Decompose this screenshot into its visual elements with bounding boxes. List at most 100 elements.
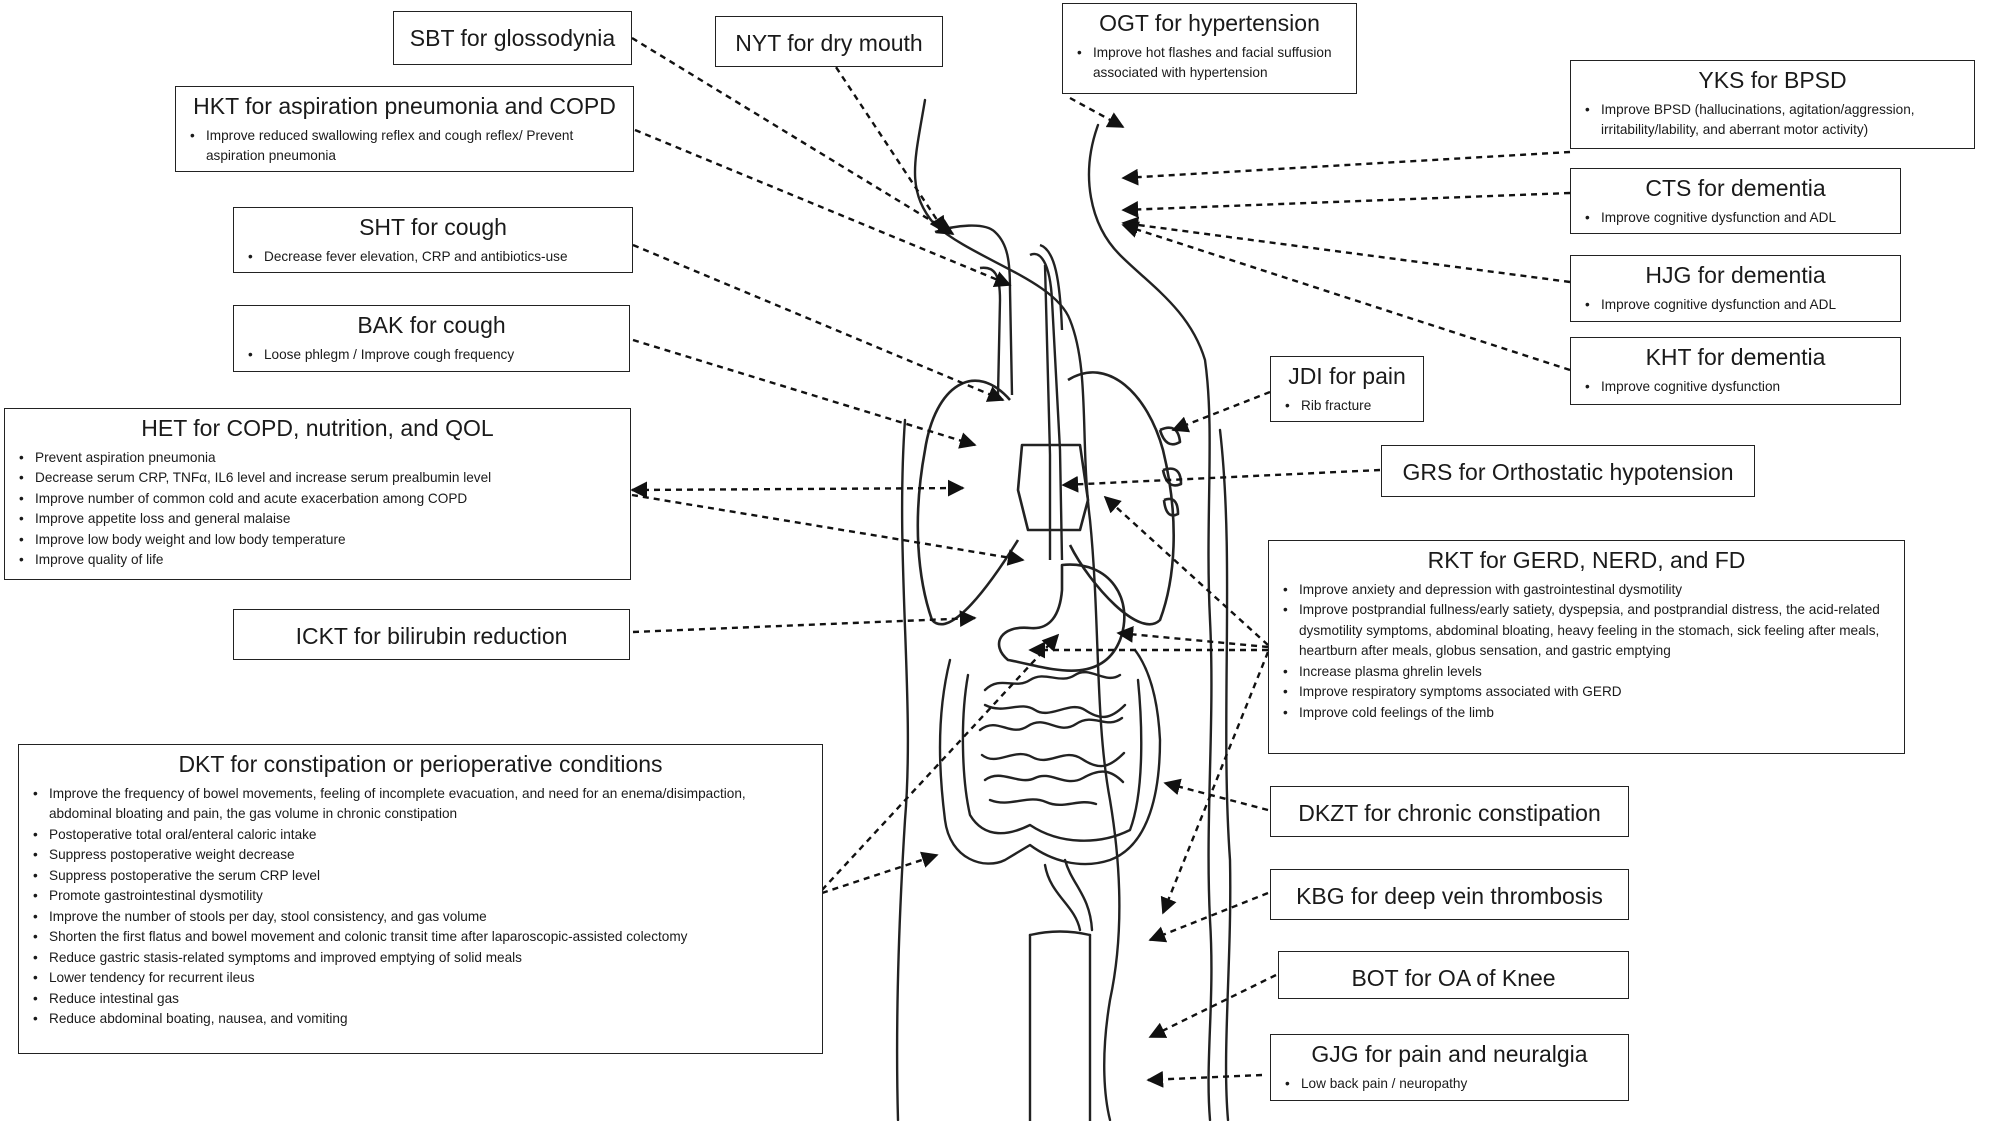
ogt-list: Improve hot flashes and facial suffusion… — [1075, 43, 1344, 84]
dkt-item: Promote gastrointestinal dysmotility — [31, 886, 810, 907]
box-sbt: SBT for glossodynia — [393, 11, 632, 65]
box-bot: BOT for OA of Knee — [1278, 951, 1629, 999]
dkt-item: Suppress postoperative the serum CRP lev… — [31, 866, 810, 887]
het-item: Improve appetite loss and general malais… — [17, 509, 618, 530]
sbt-title: SBT for glossodynia — [409, 25, 616, 51]
body-outline — [895, 98, 1232, 1121]
gjg-list: Low back pain / neuropathy — [1283, 1074, 1616, 1095]
cts-title: CTS for dementia — [1645, 175, 1826, 201]
rkt-item: Increase plasma ghrelin levels — [1281, 662, 1892, 683]
yks-list: Improve BPSD (hallucinations, agitation/… — [1583, 100, 1962, 141]
box-ickt: ICKT for bilirubin reduction — [233, 609, 630, 660]
arrow-sht — [632, 243, 1005, 402]
box-rkt: RKT for GERD, NERD, and FD Improve anxie… — [1268, 540, 1905, 754]
arrow-cts — [1121, 191, 1571, 218]
dkt-item: Suppress postoperative weight decrease — [31, 845, 810, 866]
yks-title: YKS for BPSD — [1698, 67, 1847, 93]
box-kht: KHT for dementia Improve cognitive dysfu… — [1570, 337, 1901, 405]
sht-list: Decrease fever elevation, CRP and antibi… — [246, 247, 620, 268]
het-item: Improve quality of life — [17, 550, 618, 571]
arrow-het-stomach — [631, 493, 1025, 566]
kht-title: KHT for dementia — [1645, 344, 1826, 370]
arrow-bot — [1148, 973, 1277, 1039]
heart-shape — [1016, 443, 1090, 532]
intestines — [938, 648, 1162, 932]
box-sht: SHT for cough Decrease fever elevation, … — [233, 207, 633, 273]
arrow-het-lung — [630, 479, 965, 499]
het-list: Prevent aspiration pneumonia Decrease se… — [17, 448, 618, 571]
jdi-title: JDI for pain — [1288, 363, 1406, 389]
bak-title: BAK for cough — [357, 312, 506, 338]
dkt-list: Improve the frequency of bowel movements… — [31, 784, 810, 1030]
het-title: HET for COPD, nutrition, and QOL — [141, 415, 494, 441]
rkt-item: Improve respiratory symptoms associated … — [1281, 682, 1892, 703]
box-jdi: JDI for pain Rib fracture — [1270, 356, 1424, 422]
het-item: Improve low body weight and low body tem… — [17, 530, 618, 551]
bak-list: Loose phlegm / Improve cough frequency — [246, 345, 617, 366]
box-cts: CTS for dementia Improve cognitive dysfu… — [1570, 168, 1901, 234]
cts-list: Improve cognitive dysfunction and ADL — [1583, 208, 1888, 229]
arrow-hkt — [634, 128, 1012, 287]
box-dkzt: DKZT for chronic constipation — [1270, 786, 1629, 837]
upper-airway — [934, 224, 1064, 561]
arrow-rkt-heart — [1103, 495, 1269, 646]
rkt-title: RKT for GERD, NERD, and FD — [1427, 547, 1746, 573]
box-hkt: HKT for aspiration pneumonia and COPD Im… — [175, 86, 634, 172]
dkt-item: Postoperative total oral/enteral caloric… — [31, 825, 810, 846]
arrow-dkt-intestine — [821, 851, 939, 895]
arrow-bak — [632, 338, 977, 449]
rkt-list: Improve anxiety and depression with gast… — [1281, 580, 1892, 724]
box-nyt: NYT for dry mouth — [715, 16, 943, 67]
dkt-item: Reduce gastric stasis-related symptoms a… — [31, 948, 810, 969]
box-yks: YKS for BPSD Improve BPSD (hallucination… — [1570, 60, 1975, 149]
sht-title: SHT for cough — [359, 214, 507, 240]
arrow-dkt-stomach — [821, 633, 1060, 891]
kht-item: Improve cognitive dysfunction — [1583, 377, 1888, 398]
arrow-hjg — [1121, 216, 1571, 284]
kht-list: Improve cognitive dysfunction — [1583, 377, 1888, 398]
arrow-jdi — [1171, 390, 1271, 433]
arrow-kht — [1121, 221, 1571, 372]
gjg-item: Low back pain / neuropathy — [1283, 1074, 1616, 1095]
dkt-item: Shorten the first flatus and bowel movem… — [31, 927, 810, 948]
arrow-ogt — [1069, 96, 1125, 129]
rkt-item: Improve anxiety and depression with gast… — [1281, 580, 1892, 601]
dkt-title: DKT for constipation or perioperative co… — [178, 751, 663, 777]
jdi-list: Rib fracture — [1283, 396, 1411, 417]
bak-item: Loose phlegm / Improve cough frequency — [246, 345, 617, 366]
dkt-item: Lower tendency for recurrent ileus — [31, 968, 810, 989]
ogt-item: Improve hot flashes and facial suffusion… — [1075, 43, 1344, 84]
jdi-item: Rib fracture — [1283, 396, 1411, 417]
cts-item: Improve cognitive dysfunction and ADL — [1583, 208, 1888, 229]
arrow-grs — [1061, 468, 1381, 493]
arrow-gjg — [1146, 1070, 1263, 1088]
box-het: HET for COPD, nutrition, and QOL Prevent… — [4, 408, 631, 580]
sht-item: Decrease fever elevation, CRP and antibi… — [246, 247, 620, 268]
box-gjg: GJG for pain and neuralgia Low back pain… — [1270, 1034, 1629, 1101]
hkt-item: Improve reduced swallowing reflex and co… — [188, 126, 621, 167]
rkt-item: Improve cold feelings of the limb — [1281, 703, 1892, 724]
hjg-item: Improve cognitive dysfunction and ADL — [1583, 295, 1888, 316]
hkt-list: Improve reduced swallowing reflex and co… — [188, 126, 621, 167]
nyt-title: NYT for dry mouth — [735, 30, 923, 56]
gjg-title: GJG for pain and neuralgia — [1311, 1041, 1588, 1067]
rkt-item: Improve postprandial fullness/early sati… — [1281, 600, 1892, 662]
arrow-dkzt — [1163, 778, 1269, 812]
hjg-list: Improve cognitive dysfunction and ADL — [1583, 295, 1888, 316]
box-grs: GRS for Orthostatic hypotension — [1381, 445, 1755, 497]
arrows — [630, 36, 1571, 1088]
arrow-yks — [1121, 150, 1571, 186]
arrow-rkt-leg — [1160, 651, 1270, 915]
dkt-item: Reduce abdominal boating, nausea, and vo… — [31, 1009, 810, 1030]
box-bak: BAK for cough Loose phlegm / Improve cou… — [233, 305, 630, 372]
kbg-title: KBG for deep vein thrombosis — [1296, 883, 1603, 909]
hjg-title: HJG for dementia — [1645, 262, 1826, 288]
lungs — [916, 371, 1183, 626]
arrow-ickt — [632, 610, 977, 634]
het-item: Improve number of common cold and acute … — [17, 489, 618, 510]
box-dkt: DKT for constipation or perioperative co… — [18, 744, 823, 1054]
arrow-rkt-stomach — [1116, 626, 1269, 649]
dkt-item: Reduce intestinal gas — [31, 989, 810, 1010]
dkt-item: Improve the number of stools per day, st… — [31, 907, 810, 928]
